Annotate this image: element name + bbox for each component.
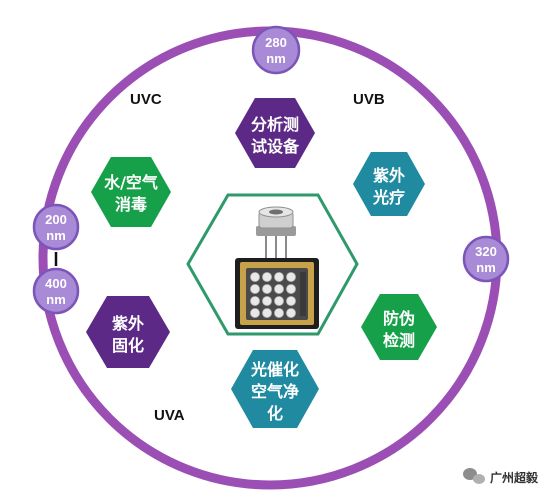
hex-analysis-equipment-line-1: 分析测: [251, 115, 299, 134]
band-label-uvc: UVC: [130, 91, 162, 108]
hex-water-air-disinfection: 水/空气 消毒: [91, 157, 171, 227]
badge-320-value: 320: [475, 244, 497, 259]
wavelength-badge-400: 400 nm: [32, 267, 80, 315]
hex-water-air-disinfection-line-2: 消毒: [115, 195, 147, 214]
wavelength-badge-320: 320 nm: [462, 235, 510, 283]
badge-400-unit: nm: [46, 292, 66, 307]
hex-photocatalytic-air-purification: 光催化 空气净 化: [231, 350, 319, 428]
hex-analysis-equipment: 分析测 试设备: [235, 98, 315, 168]
wechat-icon: [463, 468, 485, 484]
hex-uv-curing: 紫外 固化: [86, 296, 170, 368]
watermark-text: 广州超毅: [490, 470, 539, 485]
hex-anti-counterfeit-detection-line-2: 检测: [383, 331, 415, 350]
badge-280-value: 280: [265, 35, 287, 50]
hex-photocatalytic-line-3: 化: [267, 404, 283, 423]
badge-200-value: 200: [45, 212, 67, 227]
badge-280-unit: nm: [266, 51, 286, 66]
badge-320-unit: nm: [476, 260, 496, 275]
hex-water-air-disinfection-line-1: 水/空气: [104, 173, 158, 192]
hex-photocatalytic-line-2: 空气净: [251, 382, 299, 401]
wavelength-badge-200: 200 nm: [32, 203, 80, 251]
hex-uv-phototherapy-line-2: 光疗: [372, 188, 405, 207]
led-array-module-image: [235, 258, 319, 329]
hex-anti-counterfeit-detection: 防伪 检测: [361, 294, 437, 360]
hex-anti-counterfeit-detection-line-1: 防伪: [383, 309, 415, 328]
to-can-led-image: [256, 206, 296, 268]
hex-uv-phototherapy: 紫外 光疗: [353, 152, 425, 216]
badge-400-value: 400: [45, 276, 67, 291]
hex-uv-curing-line-1: 紫外: [112, 314, 144, 333]
badge-200-unit: nm: [46, 228, 66, 243]
watermark: 广州超毅: [463, 468, 539, 485]
band-label-uvb: UVB: [353, 91, 385, 108]
hex-uv-phototherapy-line-1: 紫外: [373, 166, 405, 185]
hex-uv-curing-line-2: 固化: [112, 336, 144, 355]
wavelength-badge-280: 280 nm: [251, 25, 301, 75]
hex-analysis-equipment-line-2: 试设备: [251, 137, 300, 156]
hex-photocatalytic-line-1: 光催化: [250, 360, 299, 379]
band-label-uva: UVA: [154, 407, 185, 424]
